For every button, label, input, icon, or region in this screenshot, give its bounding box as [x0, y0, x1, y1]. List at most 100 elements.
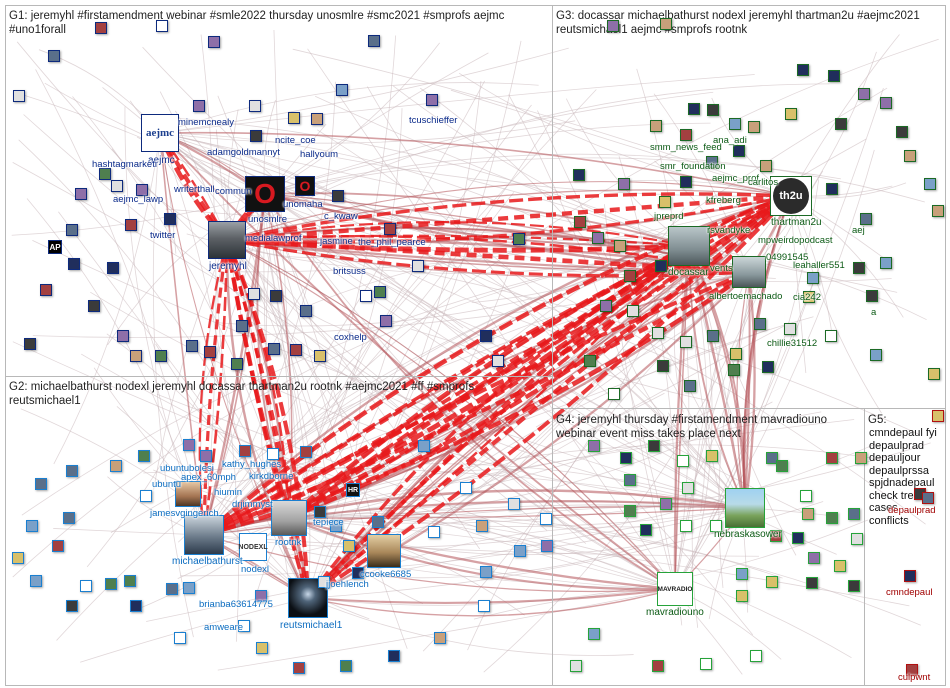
ap-node[interactable]: AP [48, 240, 62, 254]
account-avatar-node[interactable] [574, 216, 586, 228]
account-avatar-node[interactable] [802, 508, 814, 520]
account-avatar-node[interactable] [860, 213, 872, 225]
docassar-node[interactable] [668, 226, 710, 266]
account-avatar-node[interactable] [249, 100, 261, 112]
nodexl-node[interactable]: NODEXL [239, 533, 267, 561]
account-avatar-node[interactable] [700, 658, 712, 670]
account-avatar-node[interactable] [808, 552, 820, 564]
account-avatar-node[interactable] [156, 20, 168, 32]
account-avatar-node[interactable] [904, 570, 916, 582]
account-avatar-node[interactable] [652, 660, 664, 672]
account-avatar-node[interactable] [30, 575, 42, 587]
account-avatar-node[interactable] [851, 533, 863, 545]
account-avatar-node[interactable] [680, 520, 692, 532]
account-avatar-node[interactable] [117, 330, 129, 342]
account-avatar-node[interactable] [183, 582, 195, 594]
account-avatar-node[interactable] [614, 240, 626, 252]
account-avatar-node[interactable] [680, 176, 692, 188]
account-avatar-node[interactable] [300, 446, 312, 458]
account-avatar-node[interactable] [688, 103, 700, 115]
account-avatar-node[interactable] [659, 196, 671, 208]
account-avatar-node[interactable] [584, 355, 596, 367]
account-avatar-node[interactable] [204, 346, 216, 358]
account-avatar-node[interactable] [155, 350, 167, 362]
account-avatar-node[interactable] [707, 104, 719, 116]
account-avatar-node[interactable] [125, 219, 137, 231]
account-avatar-node[interactable] [52, 540, 64, 552]
account-avatar-node[interactable] [600, 300, 612, 312]
account-avatar-node[interactable] [293, 662, 305, 674]
account-avatar-node[interactable] [853, 262, 865, 274]
account-avatar-node[interactable] [762, 361, 774, 373]
account-avatar-node[interactable] [110, 460, 122, 472]
account-avatar-node[interactable] [896, 126, 908, 138]
rootnk-node[interactable] [271, 500, 307, 536]
account-avatar-node[interactable] [828, 70, 840, 82]
account-avatar-node[interactable] [541, 540, 553, 552]
account-avatar-node[interactable] [904, 150, 916, 162]
account-avatar-node[interactable] [368, 35, 380, 47]
account-avatar-node[interactable] [374, 286, 386, 298]
account-avatar-node[interactable] [434, 632, 446, 644]
account-avatar-node[interactable] [706, 450, 718, 462]
albertoemachado-node[interactable] [732, 256, 766, 288]
account-avatar-node[interactable] [95, 22, 107, 34]
account-avatar-node[interactable] [35, 478, 47, 490]
account-avatar-node[interactable] [736, 590, 748, 602]
account-avatar-node[interactable] [573, 169, 585, 181]
account-avatar-node[interactable] [660, 498, 672, 510]
account-avatar-node[interactable] [776, 460, 788, 472]
account-avatar-node[interactable] [138, 450, 150, 462]
account-avatar-node[interactable] [248, 288, 260, 300]
account-avatar-node[interactable] [924, 178, 936, 190]
account-avatar-node[interactable] [186, 340, 198, 352]
account-avatar-node[interactable] [48, 50, 60, 62]
account-avatar-node[interactable] [183, 439, 195, 451]
account-avatar-node[interactable] [748, 121, 760, 133]
account-avatar-node[interactable] [492, 355, 504, 367]
account-avatar-node[interactable] [660, 18, 672, 30]
account-avatar-node[interactable] [588, 628, 600, 640]
account-avatar-node[interactable] [932, 205, 944, 217]
account-avatar-node[interactable] [797, 64, 809, 76]
account-avatar-node[interactable] [707, 330, 719, 342]
account-avatar-node[interactable] [624, 270, 636, 282]
account-avatar-node[interactable] [80, 580, 92, 592]
hr-node[interactable]: HR [346, 483, 360, 497]
account-avatar-node[interactable] [785, 108, 797, 120]
account-avatar-node[interactable] [570, 660, 582, 672]
account-avatar-node[interactable] [107, 262, 119, 274]
account-avatar-node[interactable] [130, 600, 142, 612]
account-avatar-node[interactable] [508, 498, 520, 510]
account-avatar-node[interactable] [592, 232, 604, 244]
account-avatar-node[interactable] [826, 452, 838, 464]
account-avatar-node[interactable] [130, 350, 142, 362]
account-avatar-node[interactable] [380, 315, 392, 327]
account-avatar-node[interactable] [66, 465, 78, 477]
account-avatar-node[interactable] [288, 112, 300, 124]
account-avatar-node[interactable] [340, 660, 352, 672]
account-avatar-node[interactable] [733, 145, 745, 157]
account-avatar-node[interactable] [928, 368, 940, 380]
account-avatar-node[interactable] [311, 113, 323, 125]
account-avatar-node[interactable] [372, 516, 384, 528]
account-avatar-node[interactable] [476, 520, 488, 532]
account-avatar-node[interactable] [855, 452, 867, 464]
account-avatar-node[interactable] [750, 650, 762, 662]
account-avatar-node[interactable] [922, 492, 934, 504]
account-avatar-node[interactable] [807, 272, 819, 284]
account-avatar-node[interactable] [236, 320, 248, 332]
account-avatar-node[interactable] [607, 20, 619, 32]
account-avatar-node[interactable] [618, 178, 630, 190]
account-avatar-node[interactable] [480, 566, 492, 578]
account-avatar-node[interactable] [760, 160, 772, 172]
account-avatar-node[interactable] [730, 348, 742, 360]
account-avatar-node[interactable] [835, 118, 847, 130]
account-avatar-node[interactable] [24, 338, 36, 350]
account-avatar-node[interactable] [540, 513, 552, 525]
mavradiouno-node[interactable]: MAVRADIO [657, 572, 693, 606]
account-avatar-node[interactable] [848, 580, 860, 592]
account-avatar-node[interactable] [111, 180, 123, 192]
ccooke6685-node[interactable] [367, 534, 401, 568]
account-avatar-node[interactable] [332, 190, 344, 202]
